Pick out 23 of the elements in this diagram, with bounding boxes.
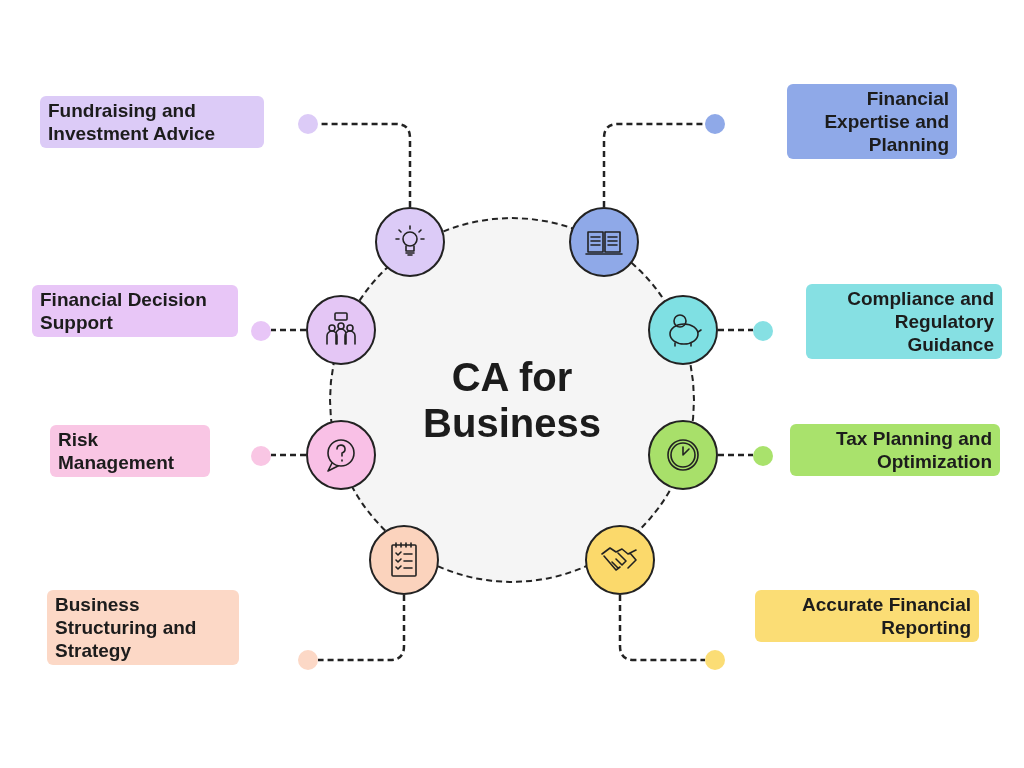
- connector-dot: [753, 321, 773, 341]
- dashed-connector: [271, 453, 306, 457]
- dashed-connector: [718, 328, 753, 332]
- label-tag: Compliance and Regulatory Guidance: [806, 284, 1002, 359]
- connector-dot: [298, 114, 318, 134]
- dashed-connector: [618, 595, 705, 662]
- label-tag: Risk Management: [50, 425, 210, 477]
- label-tag: Financial Expertise and Planning: [787, 84, 957, 159]
- label-tag: Tax Planning and Optimization: [790, 424, 1000, 476]
- connector-dot: [251, 446, 271, 466]
- dashed-connector: [318, 595, 406, 662]
- connector-dot: [753, 446, 773, 466]
- connector-dot: [251, 321, 271, 341]
- connector-dot: [705, 650, 725, 670]
- label-tag: Fundraising and Investment Advice: [40, 96, 264, 148]
- dashed-connector: [271, 328, 306, 332]
- label-tag: Business Structuring and Strategy: [47, 590, 239, 665]
- label-tag: Financial Decision Support: [32, 285, 238, 337]
- dashed-connector: [718, 453, 753, 457]
- dashed-connector: [602, 122, 705, 207]
- label-tag: Accurate Financial Reporting: [755, 590, 979, 642]
- connector-dot: [705, 114, 725, 134]
- connector-dot: [298, 650, 318, 670]
